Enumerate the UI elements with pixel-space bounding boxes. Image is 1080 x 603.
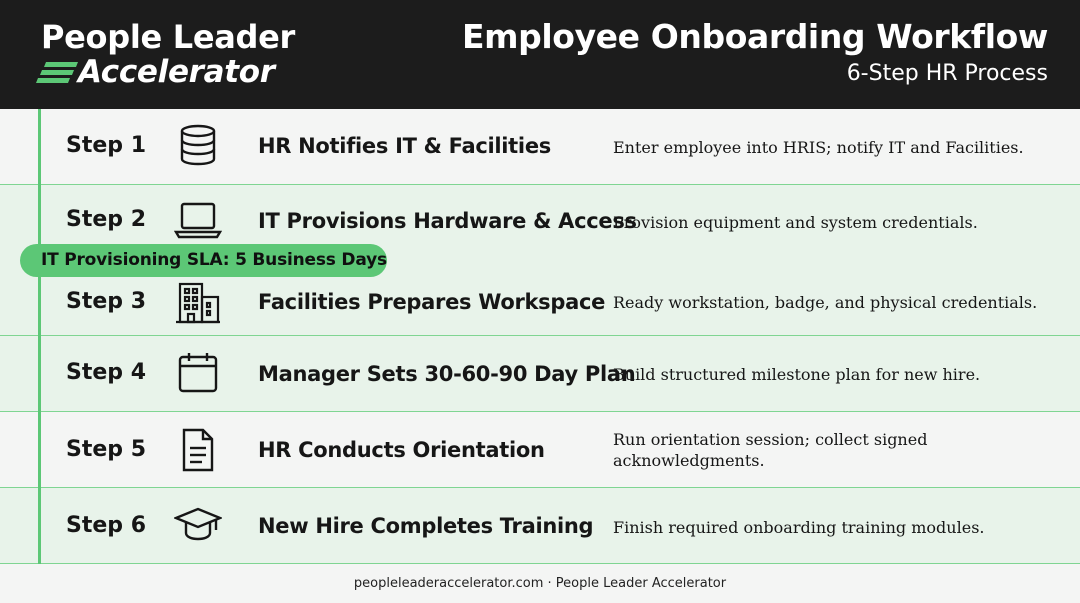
page-title: Employee Onboarding Workflow xyxy=(462,17,1048,56)
header-bar: People Leader Accelerator Employee Onboa… xyxy=(0,0,1080,109)
step-description: Finish required onboarding training modu… xyxy=(613,518,985,537)
step-title: Facilities Prepares Workspace xyxy=(258,290,606,314)
document-icon xyxy=(174,428,222,472)
step-title: New Hire Completes Training xyxy=(258,514,594,538)
step-description: Run orientation session; collect signed … xyxy=(613,430,928,470)
graduation-cap-icon xyxy=(172,502,224,546)
step-description: Enter employee into HRIS; notify IT and … xyxy=(613,138,1024,157)
step-description: Ready workstation, badge, and physical c… xyxy=(613,293,1038,312)
step-number: Step 2 xyxy=(66,207,146,232)
steps-list: Step 1 HR Notifies IT & Facilities Enter… xyxy=(0,109,1080,564)
step-number: Step 4 xyxy=(66,360,146,385)
step-number: Step 6 xyxy=(66,513,146,538)
sla-badge: IT Provisioning SLA: 5 Business Days xyxy=(20,244,387,277)
step-row-6: Step 6 New Hire Completes Training Finis… xyxy=(0,488,1080,564)
laptop-icon xyxy=(173,199,223,243)
step-number: Step 3 xyxy=(66,289,146,314)
brand-name-line2: Accelerator xyxy=(78,54,275,90)
step-title: IT Provisions Hardware & Access xyxy=(258,209,637,233)
step-description: Build structured milestone plan for new … xyxy=(613,365,981,384)
step-title: HR Notifies IT & Facilities xyxy=(258,134,551,158)
step-title: Manager Sets 30-60-90 Day Plan xyxy=(258,362,636,386)
step-row-4: Step 4 Manager Sets 30-60-90 Day Plan Bu… xyxy=(0,336,1080,412)
timeline-rail xyxy=(38,109,41,564)
step-row-5: Step 5 HR Conducts Orientation Run orien… xyxy=(0,412,1080,488)
step-row-1: Step 1 HR Notifies IT & Facilities Enter… xyxy=(0,109,1080,185)
step-description: Provision equipment and system credentia… xyxy=(613,213,978,232)
building-icon xyxy=(174,281,222,325)
step-number: Step 1 xyxy=(66,133,146,158)
calendar-icon xyxy=(174,351,222,395)
brand-name-line1: People Leader xyxy=(41,18,296,56)
step-number: Step 5 xyxy=(66,437,146,462)
page-subtitle: 6-Step HR Process xyxy=(846,61,1048,86)
step-title: HR Conducts Orientation xyxy=(258,438,545,462)
speed-lines-icon xyxy=(36,62,78,83)
database-icon xyxy=(174,123,222,167)
footer-text: peopleleaderaccelerator.com · People Lea… xyxy=(353,576,727,591)
